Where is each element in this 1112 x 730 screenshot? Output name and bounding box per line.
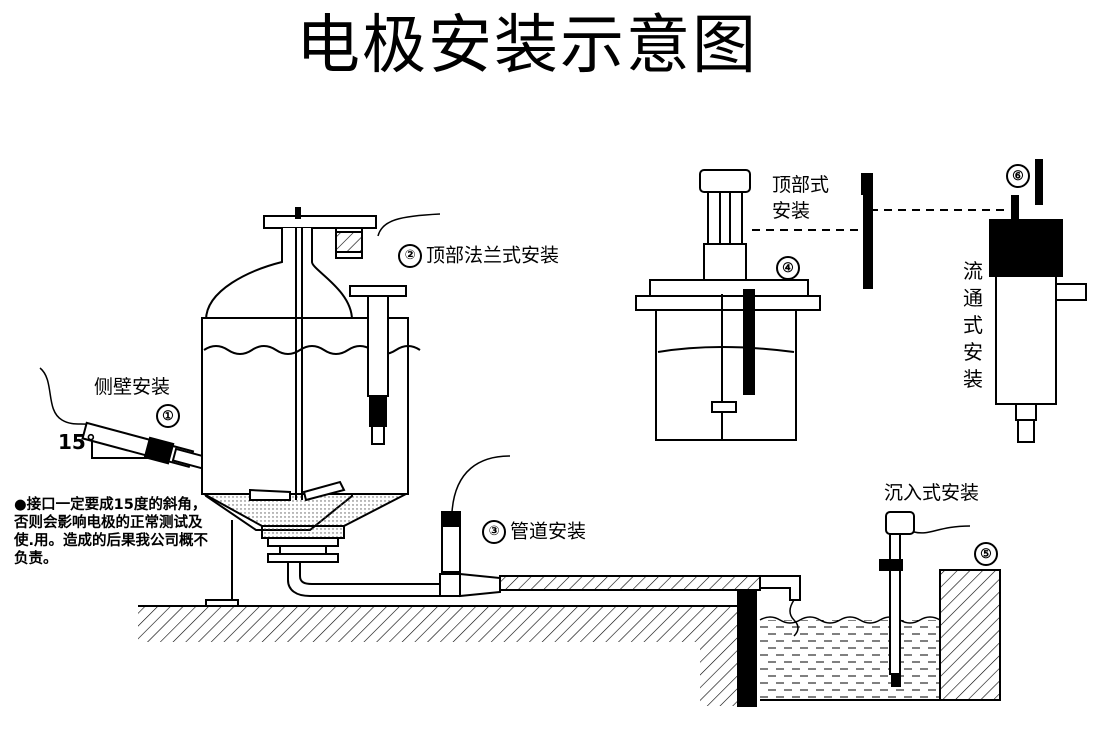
top-mount-reactor bbox=[635, 169, 860, 441]
immersion-number: ⑤ bbox=[974, 542, 1002, 566]
number-marker: ⑥ bbox=[1006, 164, 1030, 188]
number-marker: ⑤ bbox=[974, 542, 998, 566]
diagram-title: 电极安装示意图 bbox=[296, 9, 758, 83]
top-mount-number: ④ bbox=[776, 256, 804, 280]
pipeline-text: 管道安装 bbox=[510, 520, 587, 543]
number-marker: ③ bbox=[482, 520, 506, 544]
ground-floor bbox=[138, 605, 738, 706]
pipeline bbox=[287, 455, 801, 637]
top-flange-text: 顶部法兰式安装 bbox=[426, 244, 560, 267]
immersion-label: 沉入式安装 bbox=[884, 482, 980, 504]
angle-label: 15° bbox=[58, 430, 96, 454]
warning-note: ●接口一定要成15度的斜角，否则会影响电极的正常测试及使.用。造成的后果我公司概… bbox=[14, 497, 209, 567]
number-marker: ② bbox=[398, 244, 422, 268]
top-mount-label-line1: 顶部式 bbox=[772, 174, 830, 196]
reaction-tank bbox=[201, 207, 421, 607]
top-flange-probe bbox=[349, 213, 441, 445]
number-marker: ① bbox=[156, 404, 180, 428]
immersion-probe bbox=[879, 511, 971, 687]
loose-probe bbox=[861, 173, 1010, 289]
number-marker: ④ bbox=[776, 256, 800, 280]
side-wall-label: 侧壁安装 bbox=[94, 376, 171, 398]
flow-through-cell bbox=[989, 159, 1087, 443]
side-wall-number: ① bbox=[156, 404, 184, 428]
water-basin bbox=[737, 569, 1001, 707]
flow-through-label: 流通式安装 bbox=[963, 259, 983, 391]
top-mount-label-line2: 安装 bbox=[772, 200, 811, 222]
flow-through-number: ⑥ bbox=[1006, 164, 1034, 188]
